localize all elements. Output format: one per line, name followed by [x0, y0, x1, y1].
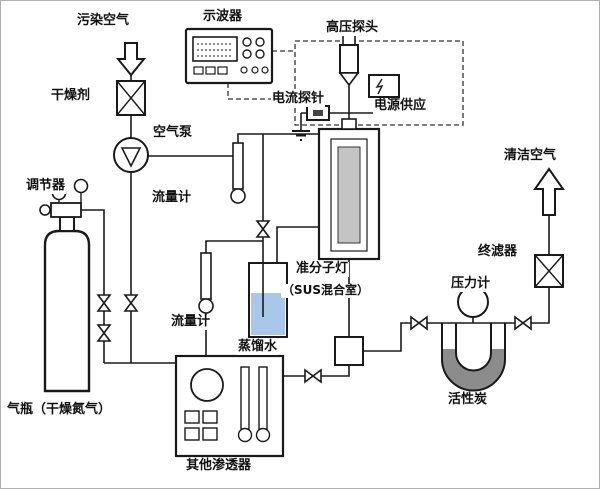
scope-screen	[192, 36, 238, 62]
activated-carbon-utube	[441, 323, 506, 392]
desiccant-x-mark	[116, 80, 146, 116]
lightning-icon	[375, 78, 384, 95]
pipe-flowmeter1-to-lamp	[237, 133, 319, 143]
scope-knob	[242, 37, 252, 47]
cylinder-neck	[59, 216, 75, 232]
regulator-gauge-2	[73, 178, 89, 194]
scope-button	[193, 66, 204, 75]
distilled-water-bubbler	[248, 262, 288, 338]
pump-triangle	[120, 147, 142, 168]
permeator-tube-2	[258, 366, 268, 430]
carbon-fill	[442, 349, 505, 391]
flow-meter-1-label: 流量计	[151, 190, 193, 206]
scope-button	[240, 66, 248, 74]
scope-knob	[255, 49, 265, 59]
power-supply-label: 电源供应	[373, 98, 428, 114]
flow-meter-2-symbol	[198, 252, 214, 314]
valve-nitrogen-line-2	[96, 324, 112, 342]
current-probe-label: 电流探针	[271, 91, 326, 107]
pipe-flowmeter2-top	[205, 240, 263, 253]
scope-button	[205, 66, 216, 75]
pipe-regulator-down	[81, 209, 105, 363]
air-pump-label: 空气泵	[152, 125, 194, 141]
scope-knob	[255, 37, 265, 47]
regulator-handwheel	[39, 204, 51, 216]
scope-button	[251, 66, 259, 74]
permeator-dial	[190, 368, 224, 402]
power-supply-device	[368, 74, 400, 98]
junction-box	[334, 336, 364, 366]
sus-chamber-label: （SUS混合室）	[281, 283, 371, 298]
regulator-label: 调节器	[25, 178, 67, 194]
ground-symbol	[292, 130, 310, 141]
polluted-air-label: 污染空气	[76, 13, 131, 29]
pipe-bubbler-to-lamp	[276, 226, 319, 263]
scope-button	[217, 66, 228, 75]
permeator-unit	[174, 354, 285, 458]
polluted-air-arrow-icon	[115, 42, 147, 77]
pressure-gauge-symbol	[457, 286, 489, 323]
cylinder-body	[43, 229, 91, 393]
valve-bubbler-line	[255, 220, 271, 238]
current-probe-device	[306, 105, 330, 121]
hv-probe-device	[338, 34, 360, 87]
hv-probe-label: 高压探头	[325, 20, 380, 36]
gas-cylinder-label: 气瓶（干燥氮气）	[6, 402, 113, 418]
valve-after-carbon	[514, 315, 532, 331]
pressure-gauge-label: 压力计	[450, 276, 492, 292]
excimer-lamp-chamber	[317, 118, 381, 261]
flow-meter-2-label: 流量计	[170, 314, 212, 330]
lamp-tube	[337, 146, 361, 244]
valve-before-carbon	[410, 315, 428, 331]
desiccant-label: 干燥剂	[50, 88, 92, 104]
distilled-water-label: 蒸馏水	[237, 339, 279, 355]
oscilloscope-device	[184, 27, 274, 85]
other-permeator-label: 其他渗透器	[185, 458, 253, 474]
regulator-body	[50, 202, 82, 218]
valve-nitrogen-line-1	[123, 294, 139, 312]
pipe-junction-to-filter	[363, 287, 550, 352]
valves	[96, 220, 532, 384]
scope-knob	[242, 49, 252, 59]
clean-air-label: 清洁空气	[503, 148, 558, 164]
lamp-terminal-cap	[341, 118, 357, 130]
oscilloscope-label: 示波器	[202, 9, 244, 25]
air-pump-symbol	[113, 137, 149, 173]
scope-button	[261, 66, 269, 74]
filter-x-mark	[534, 254, 564, 288]
water-fill	[251, 293, 285, 335]
flow-meter-1-symbol	[230, 142, 246, 204]
hv-section-dashed-enclosure	[294, 40, 464, 126]
excimer-lamp-label: 准分子灯	[295, 261, 350, 277]
activated-carbon-label: 活性炭	[447, 392, 489, 408]
desiccant-filter	[116, 80, 146, 116]
permeator-tube-1	[240, 366, 250, 430]
valve-permeator-line	[304, 368, 322, 384]
final-filter-symbol	[534, 254, 564, 288]
valve-pump-line	[96, 294, 112, 312]
probe-tip	[338, 72, 360, 87]
clean-air-arrow-icon	[533, 167, 565, 216]
gas-cylinder-assembly	[39, 178, 91, 393]
scope-traces	[197, 43, 233, 57]
final-filter-label: 终滤器	[477, 244, 519, 260]
